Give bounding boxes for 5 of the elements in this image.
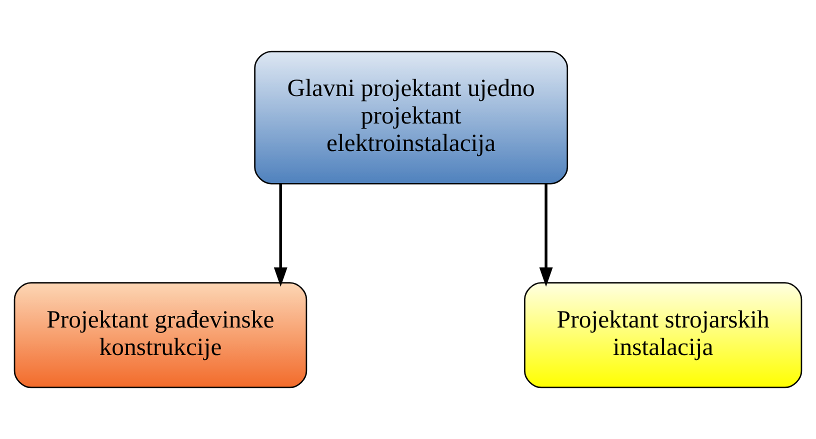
node-box: Projektant građevinske konstrukcije bbox=[14, 282, 308, 388]
node-box: Projektant strojarskih instalacija bbox=[524, 282, 802, 388]
arrow bbox=[274, 184, 288, 287]
arrow bbox=[539, 184, 553, 287]
node-box: Glavni projektant ujedno projektant elektroinstalacija bbox=[254, 50, 568, 184]
